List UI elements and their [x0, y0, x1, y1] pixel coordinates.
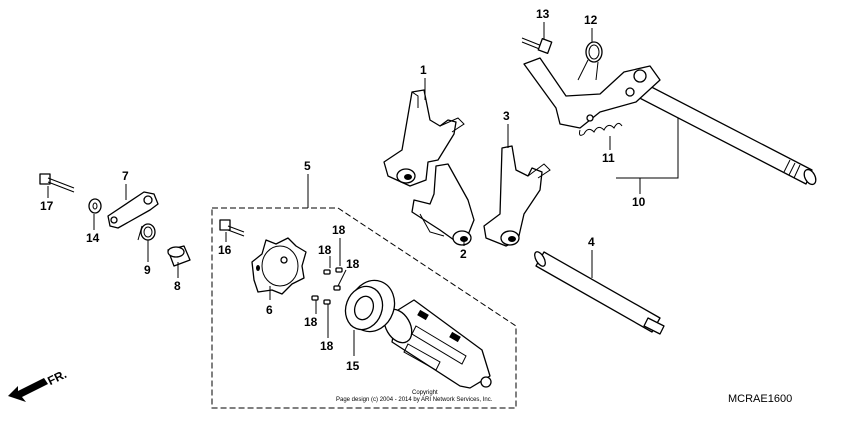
callout-4[interactable]: 4: [588, 235, 595, 249]
copyright-line-1: Copyright: [412, 390, 438, 396]
fork-shaft[interactable]: [533, 250, 665, 335]
shift-fork-3[interactable]: [483, 145, 551, 247]
front-direction-arrow: FR.: [8, 367, 69, 402]
tension-spring[interactable]: [579, 122, 623, 136]
callout-18-b[interactable]: 18: [332, 223, 346, 237]
callout-17[interactable]: 17: [40, 199, 54, 213]
callout-15[interactable]: 15: [346, 359, 360, 373]
callout-9[interactable]: 9: [144, 263, 151, 277]
callout-2[interactable]: 2: [460, 247, 467, 261]
bolt-16[interactable]: [219, 219, 245, 237]
part-code: MCRAE1600: [728, 393, 792, 405]
washer-14[interactable]: [88, 198, 102, 214]
shift-shaft[interactable]: [523, 57, 818, 186]
callout-11[interactable]: 11: [602, 151, 615, 165]
stopper-spring[interactable]: [137, 223, 156, 241]
callout-14[interactable]: 14: [86, 231, 100, 245]
callout-18-d[interactable]: 18: [304, 315, 318, 329]
callout-8[interactable]: 8: [174, 279, 181, 293]
callout-18-a[interactable]: 18: [318, 243, 332, 257]
stopper-arm[interactable]: [107, 191, 159, 229]
copyright-line-2: Page design (c) 2004 - 2014 by ARI Netwo…: [336, 397, 493, 403]
callout-7[interactable]: 7: [122, 169, 129, 183]
callout-5[interactable]: 5: [304, 159, 311, 173]
return-spring[interactable]: [577, 41, 603, 81]
leader-lines: [47, 22, 679, 356]
collar-8[interactable]: [167, 245, 191, 267]
assembly-outline: [211, 207, 517, 409]
shift-drum[interactable]: [379, 299, 492, 389]
callout-6[interactable]: 6: [266, 303, 273, 317]
bolt-17[interactable]: [39, 173, 75, 193]
callout-1[interactable]: 1: [420, 63, 427, 77]
callout-3[interactable]: 3: [503, 109, 510, 123]
shift-fork-1[interactable]: [383, 89, 465, 187]
bolt-13[interactable]: [521, 37, 553, 54]
callout-18-e[interactable]: 18: [320, 339, 334, 353]
callout-13[interactable]: 13: [536, 7, 550, 21]
callout-10[interactable]: 10: [632, 195, 646, 209]
callout-16[interactable]: 16: [218, 243, 232, 257]
callout-18-c[interactable]: 18: [346, 257, 360, 271]
direction-label: FR.: [45, 367, 69, 388]
bearing[interactable]: [340, 274, 402, 338]
pins[interactable]: [311, 267, 343, 305]
callout-12[interactable]: 12: [584, 13, 598, 27]
drum-center[interactable]: [251, 237, 307, 295]
